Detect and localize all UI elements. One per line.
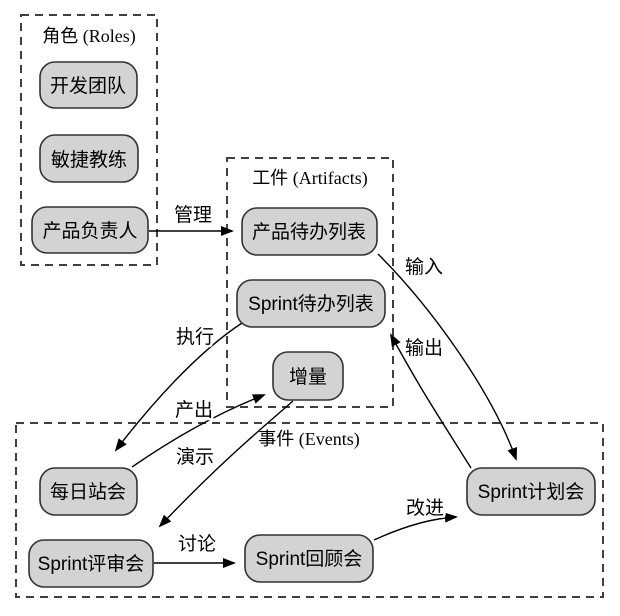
edge-discuss-label: 讨论 — [178, 533, 216, 555]
edge-demo — [158, 400, 294, 528]
node-sprint-planning: Sprint计划会 — [466, 467, 596, 516]
node-sprint-review-label: Sprint评审会 — [38, 553, 145, 575]
node-sprint-review: Sprint评审会 — [28, 539, 154, 588]
node-agile-coach-label: 敏捷教练 — [51, 149, 127, 171]
node-dev-team: 开发团队 — [39, 61, 138, 109]
artifacts-group-title: 工件 (Artifacts) — [252, 168, 367, 189]
node-product-backlog-box — [241, 207, 378, 256]
edge-execute — [114, 322, 243, 452]
node-agile-coach: 敏捷教练 — [39, 134, 139, 183]
node-product-owner-label: 产品负责人 — [42, 220, 137, 242]
node-daily-standup-label: 每日站会 — [50, 481, 126, 503]
roles-group-title: 角色 (Roles) — [42, 26, 136, 47]
edge-execute-label: 执行 — [176, 326, 214, 348]
node-sprint-backlog-box — [236, 279, 386, 328]
events-group-box — [15, 422, 604, 598]
node-sprint-planning-label: Sprint计划会 — [478, 481, 585, 503]
node-daily-standup: 每日站会 — [39, 467, 138, 516]
artifacts-group-box — [226, 157, 394, 408]
edge-input-label: 输入 — [405, 256, 443, 278]
node-increment-box — [272, 351, 344, 401]
node-sprint-planning-box — [466, 467, 596, 516]
node-product-backlog-label: 产品待办列表 — [252, 221, 366, 243]
node-dev-team-box — [39, 61, 138, 109]
node-sprint-retro: Sprint回顾会 — [244, 534, 374, 583]
node-sprint-retro-box — [244, 534, 374, 583]
edge-manage-label: 管理 — [174, 204, 212, 226]
node-product-owner: 产品负责人 — [31, 206, 149, 254]
node-sprint-backlog-label: Sprint待办列表 — [248, 293, 374, 315]
node-increment: 增量 — [272, 351, 344, 401]
edge-produce — [131, 394, 266, 468]
node-dev-team-label: 开发团队 — [50, 75, 126, 97]
roles-group-box — [20, 14, 158, 266]
node-sprint-review-box — [28, 539, 154, 588]
node-daily-standup-box — [39, 467, 138, 516]
node-sprint-backlog: Sprint待办列表 — [236, 279, 386, 328]
edge-demo-label: 演示 — [176, 446, 214, 468]
edge-produce-label: 产出 — [175, 399, 213, 421]
edge-improve-label: 改进 — [406, 497, 444, 519]
edge-output-label: 输出 — [405, 337, 443, 359]
node-product-owner-box — [31, 206, 149, 254]
edge-improve — [373, 512, 458, 541]
node-product-backlog: 产品待办列表 — [241, 207, 378, 256]
node-sprint-retro-label: Sprint回顾会 — [256, 548, 363, 570]
events-group-title: 事件 (Events) — [258, 429, 359, 450]
edge-input — [377, 253, 517, 461]
node-agile-coach-box — [39, 134, 139, 183]
edge-output — [390, 333, 472, 469]
node-increment-label: 增量 — [289, 366, 327, 388]
